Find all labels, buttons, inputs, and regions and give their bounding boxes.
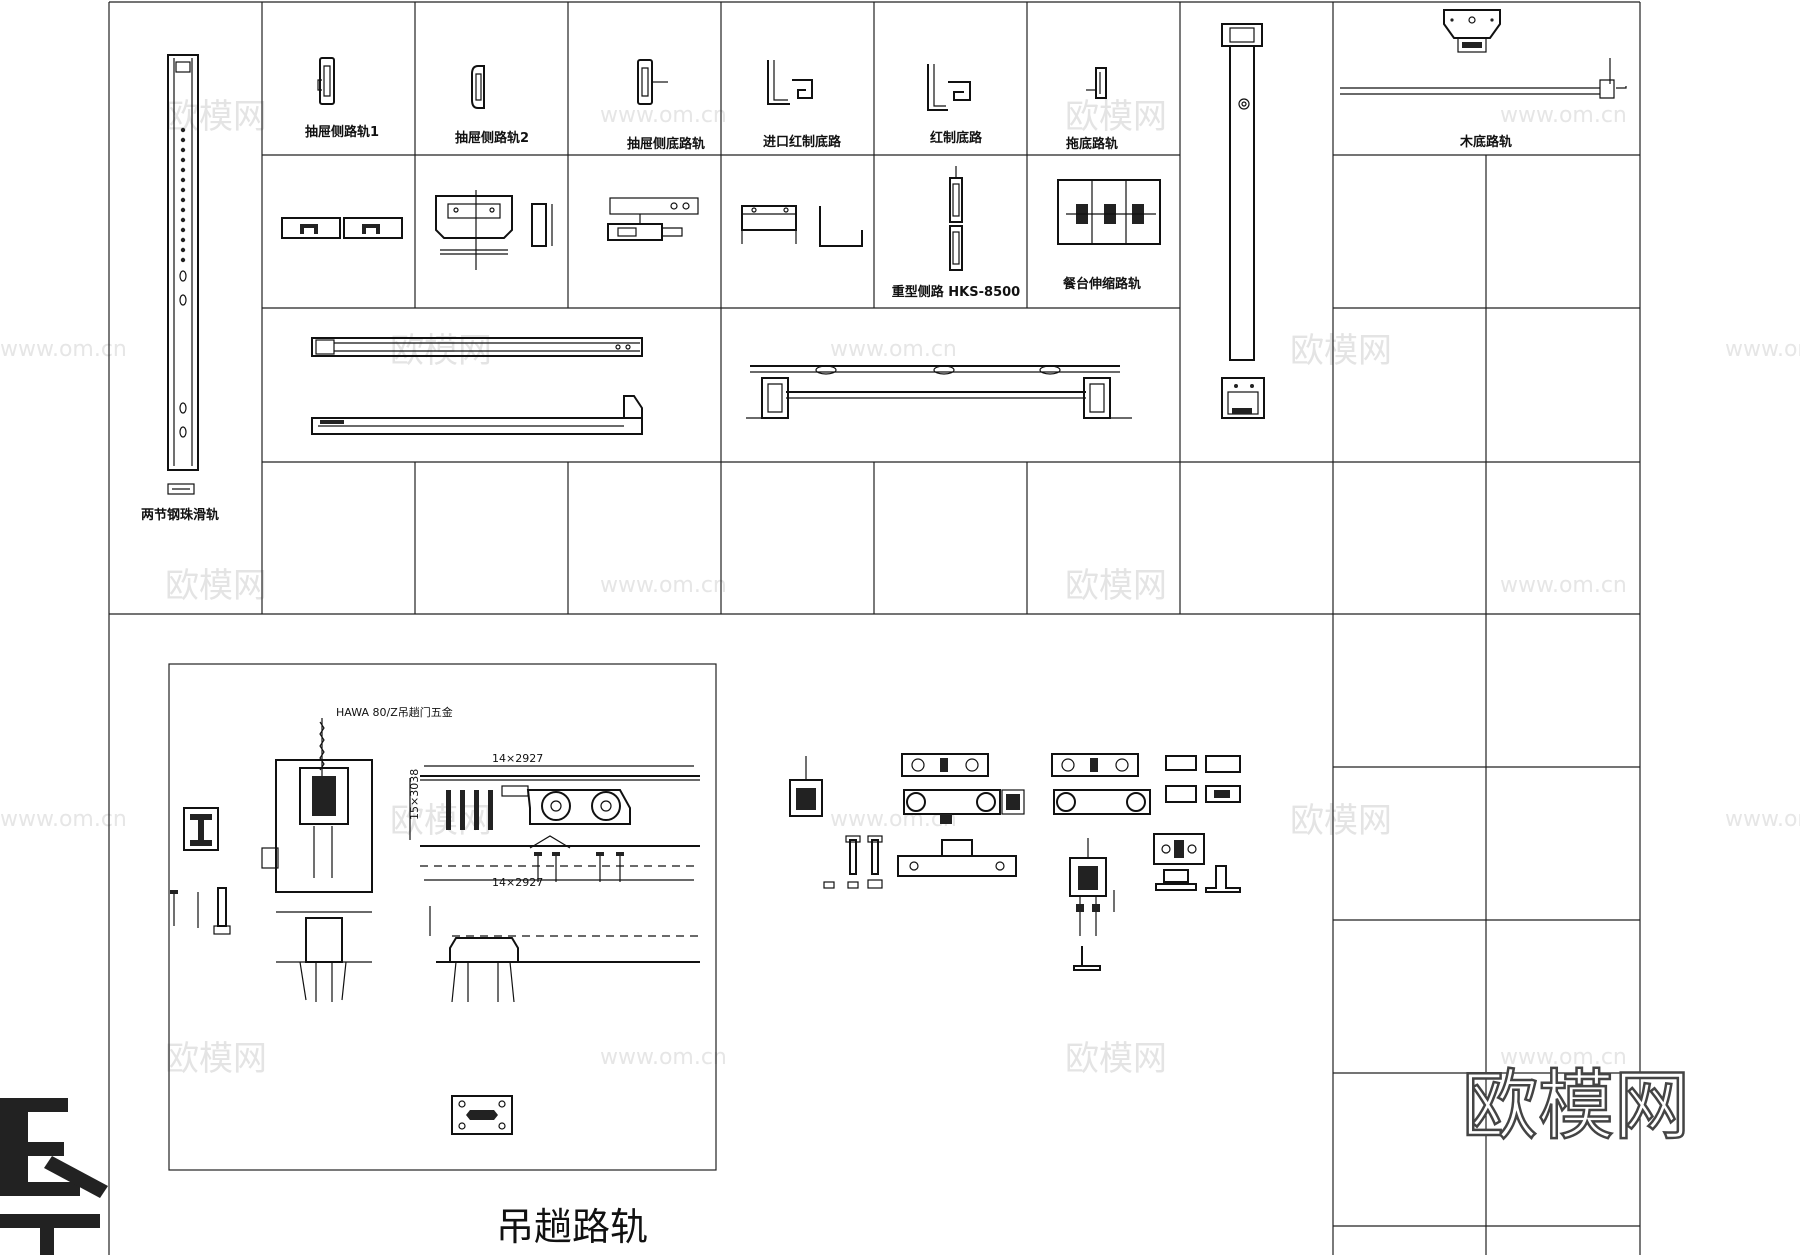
drawer-side-rail-1-drawing: 抽屉侧路轨1 bbox=[305, 57, 379, 140]
tall-channel-rail-drawing bbox=[1221, 23, 1265, 419]
watermark-url: www.om.cn bbox=[600, 573, 727, 598]
hanging-rail-title: 吊趟路轨 bbox=[496, 1205, 648, 1249]
watermark-url: www.om.cn bbox=[0, 337, 127, 362]
watermark-url: www.om.cn bbox=[600, 103, 727, 128]
imported-red-bottom-rail-drawing: 进口红制底路 bbox=[763, 60, 842, 150]
watermark-url: www.om.cn bbox=[1725, 807, 1800, 832]
watermark-cn: 欧模网 bbox=[1290, 801, 1392, 841]
label-drawer-side-rail-2: 抽屉侧路轨2 bbox=[455, 130, 529, 146]
watermark-cn: 欧模网 bbox=[165, 566, 267, 606]
drawer-bottom-rail-assembly bbox=[607, 197, 699, 241]
corner-seal-mark bbox=[0, 1098, 108, 1255]
screw-set bbox=[170, 887, 231, 935]
drag-bottom-rail-drawing: 拖底路轨 bbox=[1066, 67, 1118, 152]
drawer-side-rail-2-drawing: 抽屉侧路轨2 bbox=[455, 65, 529, 146]
watermark-url: www.om.cn bbox=[0, 807, 127, 832]
heavy-side-rail-drawing: 重型侧路 HKS-8500 bbox=[892, 166, 1020, 300]
watermark-cn: 欧模网 bbox=[1065, 97, 1167, 137]
label-dining-table-rail: 餐台伸缩路轨 bbox=[1062, 276, 1141, 292]
watermark-layer: 欧模网 www.om.cn 欧模网 www.om.cn www.om.cn 欧模… bbox=[0, 97, 1800, 1079]
hardware-parts-group bbox=[789, 753, 1241, 971]
wood-bottom-rail-drawing: 木底路轨 bbox=[1340, 9, 1627, 150]
roller-carriage-b bbox=[1051, 753, 1241, 815]
label-ball-bearing-slide: 两节钢珠滑轨 bbox=[141, 507, 219, 523]
hawa-title: HAWA 80/Z吊趟门五金 bbox=[336, 705, 453, 719]
label-imported-red-bottom-rail: 进口红制底路 bbox=[763, 134, 842, 150]
rail-screws bbox=[446, 785, 529, 830]
watermark-url: www.om.cn bbox=[1500, 1045, 1627, 1070]
long-drawer-rail-drawing bbox=[311, 337, 643, 435]
label-drag-bottom-rail: 拖底路轨 bbox=[1066, 136, 1118, 152]
red-bottom-rail-drawing: 红制底路 bbox=[927, 64, 983, 146]
sliding-door-bottom-rail-drawing bbox=[746, 365, 1132, 419]
label-drawer-side-rail-1: 抽屉侧路轨1 bbox=[305, 124, 379, 140]
red-rail-side-views bbox=[741, 205, 863, 247]
watermark-cn: 欧模网 bbox=[165, 97, 267, 137]
dim-label-bottom: 14×2927 bbox=[492, 876, 543, 889]
watermark-cn: 欧模网 bbox=[1290, 331, 1392, 371]
ball-bearing-slide-drawing: 两节钢珠滑轨 bbox=[141, 54, 219, 523]
watermark-cn: 欧模网 bbox=[1065, 566, 1167, 606]
brand-logo: 欧模网 bbox=[1462, 1061, 1690, 1150]
watermark-url: www.om.cn bbox=[830, 807, 957, 832]
watermark-cn: 欧模网 bbox=[165, 1039, 267, 1079]
hawa-hanging-hardware: HAWA 80/Z吊趟门五金 14×2927 14×2927 15×3038 bbox=[170, 705, 700, 1135]
label-heavy-side-rail: 重型侧路 HKS-8500 bbox=[892, 284, 1020, 300]
drawing-grid bbox=[108, 1, 1641, 1255]
watermark-url: www.om.cn bbox=[1500, 573, 1627, 598]
watermark-url: www.om.cn bbox=[600, 1045, 727, 1070]
watermark-url: www.om.cn bbox=[830, 337, 957, 362]
label-wood-bottom-rail: 木底路轨 bbox=[1459, 134, 1512, 150]
label-red-bottom-rail: 红制底路 bbox=[930, 130, 983, 146]
drawer-side-bottom-rail-drawing: 抽屉侧底路轨 bbox=[627, 59, 705, 152]
dim-label-top: 14×2927 bbox=[492, 752, 543, 765]
label-drawer-side-bottom-rail: 抽屉侧底路轨 bbox=[627, 136, 705, 152]
watermark-url: www.om.cn bbox=[1500, 103, 1627, 128]
dining-table-rail-drawing: 餐台伸缩路轨 bbox=[1057, 179, 1161, 292]
roller-carriage-a bbox=[901, 753, 1025, 824]
dim-label-vertical: 15×3038 bbox=[408, 769, 421, 820]
watermark-cn: 欧模网 bbox=[1065, 1039, 1167, 1079]
watermark-url: www.om.cn bbox=[1725, 337, 1800, 362]
rail-section-details bbox=[281, 217, 403, 239]
drawer-rail-dimension-drawing bbox=[435, 190, 553, 270]
